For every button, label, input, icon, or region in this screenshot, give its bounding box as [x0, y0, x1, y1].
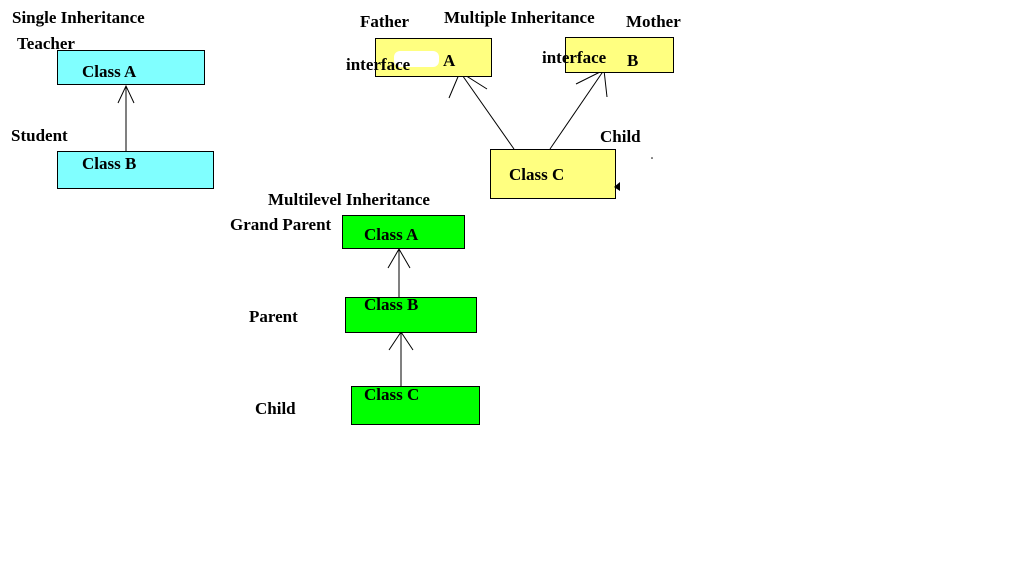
- multilevel-inheritance-title: Multilevel Inheritance: [268, 190, 430, 209]
- multiple-arrow-right-head: [575, 69, 608, 98]
- interface-b-label: B: [627, 51, 639, 70]
- multiple-inheritance-title: Multiple Inheritance: [444, 8, 595, 27]
- multiple-arrow-left-shaft: [459, 71, 515, 150]
- multilevel-class-c-box[interactable]: Class C: [351, 386, 480, 425]
- multiple-child-label: Child: [600, 127, 641, 146]
- student-label: Student: [11, 126, 68, 145]
- teacher-label: Teacher: [17, 34, 75, 53]
- interface-b-prefix: interface: [542, 48, 607, 67]
- multiple-class-c-label: Class C: [509, 165, 565, 184]
- multilevel-class-a-box[interactable]: Class A: [342, 215, 465, 249]
- multilevel-child-label: Child: [255, 399, 296, 418]
- multilevel-class-a-label: Class A: [364, 225, 419, 244]
- interface-b-box[interactable]: B: [565, 37, 674, 73]
- cursor-mark: [614, 182, 620, 191]
- grand-parent-label: Grand Parent: [230, 215, 332, 234]
- mother-label: Mother: [626, 12, 681, 31]
- multiple-class-c-box[interactable]: Class C: [490, 149, 620, 199]
- stray-dot: [651, 157, 653, 159]
- single-class-b-box[interactable]: Class B: [57, 151, 214, 189]
- multilevel-arrow-upper-head: [387, 248, 411, 269]
- parent-label: Parent: [249, 307, 298, 326]
- interface-a-box[interactable]: A: [375, 38, 492, 77]
- single-class-a-box[interactable]: Class A: [57, 50, 205, 85]
- father-label: Father: [360, 12, 410, 31]
- multilevel-class-b-box[interactable]: Class B: [345, 295, 477, 333]
- multilevel-class-c-label: Class C: [364, 385, 420, 404]
- single-class-b-label: Class B: [82, 154, 137, 173]
- single-class-a-label: Class A: [82, 62, 137, 81]
- single-inheritance-title: Single Inheritance: [12, 8, 145, 27]
- multilevel-class-b-label: Class B: [364, 295, 419, 314]
- interface-a-prefix: interface: [346, 55, 411, 74]
- single-arrow-head: [117, 84, 135, 104]
- white-smudge: [394, 51, 439, 67]
- multiple-arrow-right-shaft: [549, 69, 605, 150]
- interface-a-label: A: [443, 51, 456, 70]
